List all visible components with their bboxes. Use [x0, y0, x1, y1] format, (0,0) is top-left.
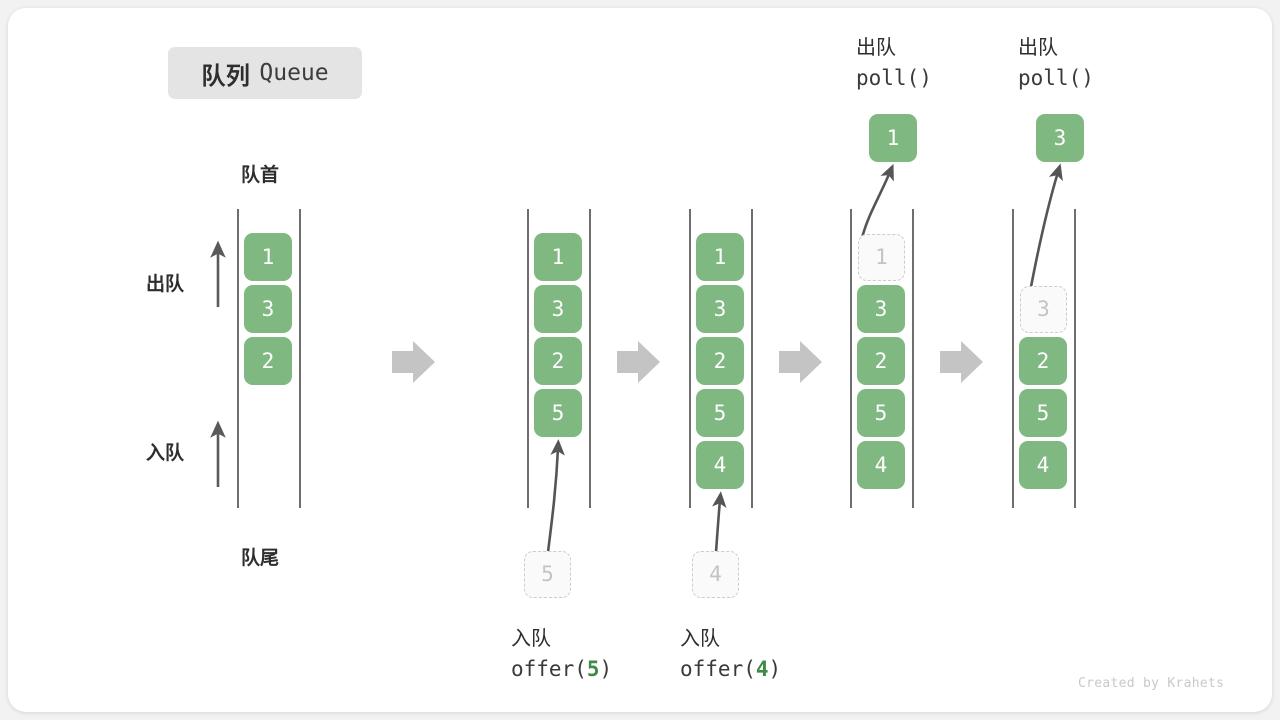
- caption-offer4-code: offer(4): [680, 657, 781, 681]
- queue-cell-new: 4: [696, 441, 744, 489]
- offer5-arg: 5: [586, 657, 600, 681]
- queue-front-label: 队首: [241, 165, 280, 186]
- queue-cell: 1: [696, 233, 744, 281]
- queue-cell: 2: [244, 337, 292, 385]
- queue-cell: 4: [1019, 441, 1067, 489]
- title-badge: 队列 Queue: [168, 47, 362, 99]
- enqueue-side-label: 入队: [146, 443, 185, 464]
- offer5-code-suffix: ): [599, 657, 613, 681]
- queue-cell: 2: [534, 337, 582, 385]
- caption-poll3-cn: 出队: [1018, 37, 1058, 59]
- removed-cell: 1: [858, 234, 905, 281]
- queue-rear-label: 队尾: [241, 548, 280, 569]
- queue-cell: 2: [857, 337, 905, 385]
- queue-cell: 4: [857, 441, 905, 489]
- title-english: Queue: [259, 60, 329, 86]
- queue-cell: 5: [1019, 389, 1067, 437]
- credit-label: Created by Krahets: [1078, 676, 1225, 691]
- title-chinese: 队列: [201, 62, 251, 90]
- page-card: [8, 8, 1272, 712]
- caption-poll3-code: poll(): [1018, 66, 1094, 90]
- queue-cell: 1: [534, 233, 582, 281]
- queue-cell: 3: [244, 285, 292, 333]
- queue-cell: 3: [696, 285, 744, 333]
- offer4-arg: 4: [755, 657, 769, 681]
- polled-value-cell: 1: [869, 114, 917, 162]
- pending-enqueue-cell: 5: [524, 551, 571, 598]
- offer4-code-suffix: ): [768, 657, 782, 681]
- polled-value-cell: 3: [1036, 114, 1084, 162]
- queue-cell: 1: [244, 233, 292, 281]
- queue-cell: 2: [696, 337, 744, 385]
- caption-offer4-cn: 入队: [680, 628, 720, 650]
- pending-enqueue-cell: 4: [692, 551, 739, 598]
- queue-cell: 5: [696, 389, 744, 437]
- removed-cell: 3: [1020, 286, 1067, 333]
- queue-cell: 3: [534, 285, 582, 333]
- offer5-code-prefix: offer(: [511, 657, 587, 681]
- caption-poll1-code: poll(): [856, 66, 932, 90]
- queue-cell: 3: [857, 285, 905, 333]
- caption-poll1-cn: 出队: [856, 37, 896, 59]
- dequeue-side-label: 出队: [146, 274, 185, 295]
- caption-offer5-cn: 入队: [511, 628, 551, 650]
- queue-cell: 5: [857, 389, 905, 437]
- queue-cell: 2: [1019, 337, 1067, 385]
- queue-cell-new: 5: [534, 389, 582, 437]
- caption-offer5-code: offer(5): [511, 657, 612, 681]
- offer4-code-prefix: offer(: [680, 657, 756, 681]
